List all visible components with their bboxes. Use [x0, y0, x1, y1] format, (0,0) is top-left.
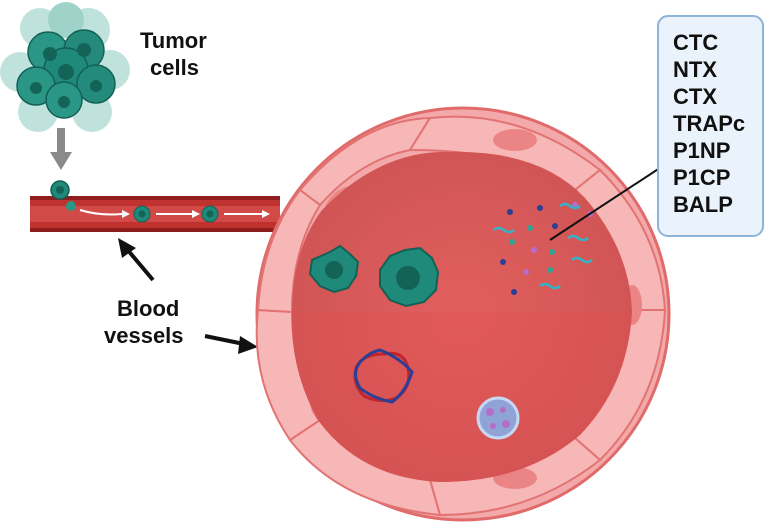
blood-label-line2: vessels [104, 323, 184, 348]
biomarker-particles [493, 202, 593, 295]
tumor-cluster-icon [0, 2, 130, 132]
tumor-cell-icon [379, 246, 440, 308]
biomarker-item: P1NP [673, 138, 730, 163]
blood-label-line1: Blood [117, 296, 179, 321]
dna-icon [353, 348, 414, 404]
biomarker-item: BALP [673, 192, 733, 217]
pointer-arrow-large-vessel-icon [204, 334, 258, 354]
vessel-cross-section [255, 106, 671, 522]
flow-arrows [79, 205, 270, 223]
callout-line [549, 159, 673, 241]
down-arrow-icon [50, 128, 72, 170]
vesicle-icon [476, 396, 520, 440]
circulating-tumor-cell-icon [50, 180, 76, 211]
biomarker-item: CTC [673, 30, 718, 55]
biomarker-item: NTX [673, 57, 717, 82]
biomarker-item: CTX [673, 84, 717, 109]
biomarker-item: P1CP [673, 165, 730, 190]
tumor-label-line1: Tumor [140, 28, 207, 53]
tumor-label-line2: cells [150, 55, 199, 80]
pointer-arrow-small-vessel-icon [118, 238, 155, 282]
tumor-cell-icon [308, 244, 360, 294]
biomarker-item: TRAPc [673, 111, 745, 136]
biomarker-box [657, 15, 764, 237]
